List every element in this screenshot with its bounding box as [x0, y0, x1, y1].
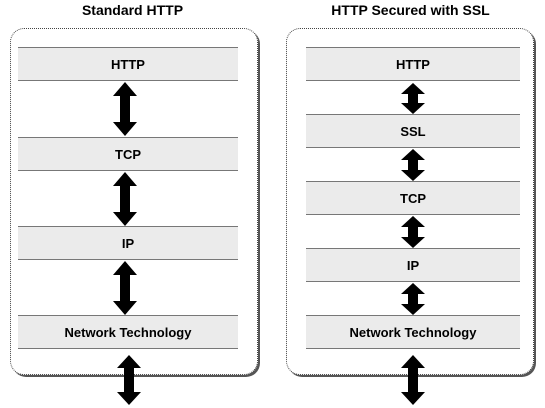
- double-arrow-icon: [401, 355, 425, 405]
- ssl-tcp-layer: TCP: [306, 181, 520, 215]
- double-arrow-icon: [401, 149, 425, 181]
- double-arrow-icon: [401, 216, 425, 248]
- double-arrow-icon: [113, 261, 137, 315]
- double-arrow-icon: [113, 82, 137, 136]
- standard-http-title: Standard HTTP: [81, 2, 184, 18]
- ssl-ssl-layer: SSL: [306, 114, 520, 148]
- ssl-network-technology-layer: Network Technology: [306, 315, 520, 349]
- standard-ip-layer: IP: [18, 226, 238, 260]
- double-arrow-icon: [113, 172, 137, 226]
- standard-http-layer: HTTP: [18, 47, 238, 81]
- double-arrow-icon: [401, 283, 425, 315]
- ssl-ip-layer: IP: [306, 248, 520, 282]
- standard-network-technology-layer: Network Technology: [18, 315, 238, 349]
- ssl-http-layer: HTTP: [306, 47, 520, 81]
- double-arrow-icon: [117, 355, 141, 405]
- ssl-http-title: HTTP Secured with SSL: [331, 2, 490, 18]
- double-arrow-icon: [401, 83, 425, 114]
- standard-tcp-layer: TCP: [18, 137, 238, 171]
